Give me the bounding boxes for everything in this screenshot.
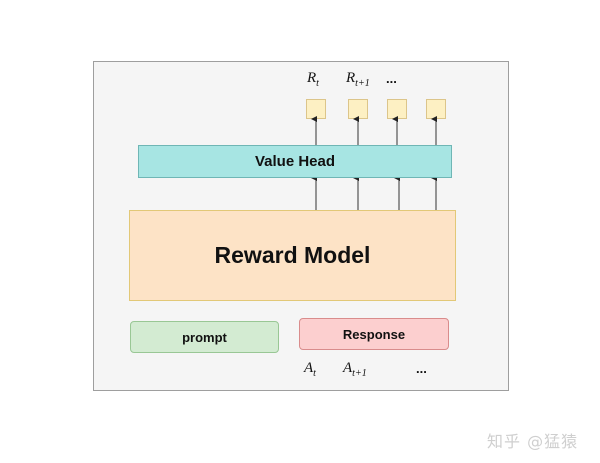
prompt-label: prompt [182, 329, 227, 345]
response-box: Response [299, 318, 449, 350]
prompt-box: prompt [130, 321, 279, 353]
action-label-at1: At+1 [343, 360, 367, 379]
value-head-box: Value Head [138, 145, 452, 178]
reward-model-box: Reward Model [129, 210, 456, 301]
response-label: Response [342, 326, 406, 342]
watermark: 知乎 @猛猿 [487, 432, 579, 451]
value-head-label: Value Head [254, 153, 336, 170]
output-label-rt: Rt [307, 70, 319, 89]
output-label-rt1: Rt+1 [346, 70, 370, 89]
reward-model-label: Reward Model [214, 242, 371, 268]
action-ellipsis: ... [416, 361, 427, 376]
output-ellipsis: ... [386, 71, 397, 86]
action-label-at: At [304, 360, 316, 379]
